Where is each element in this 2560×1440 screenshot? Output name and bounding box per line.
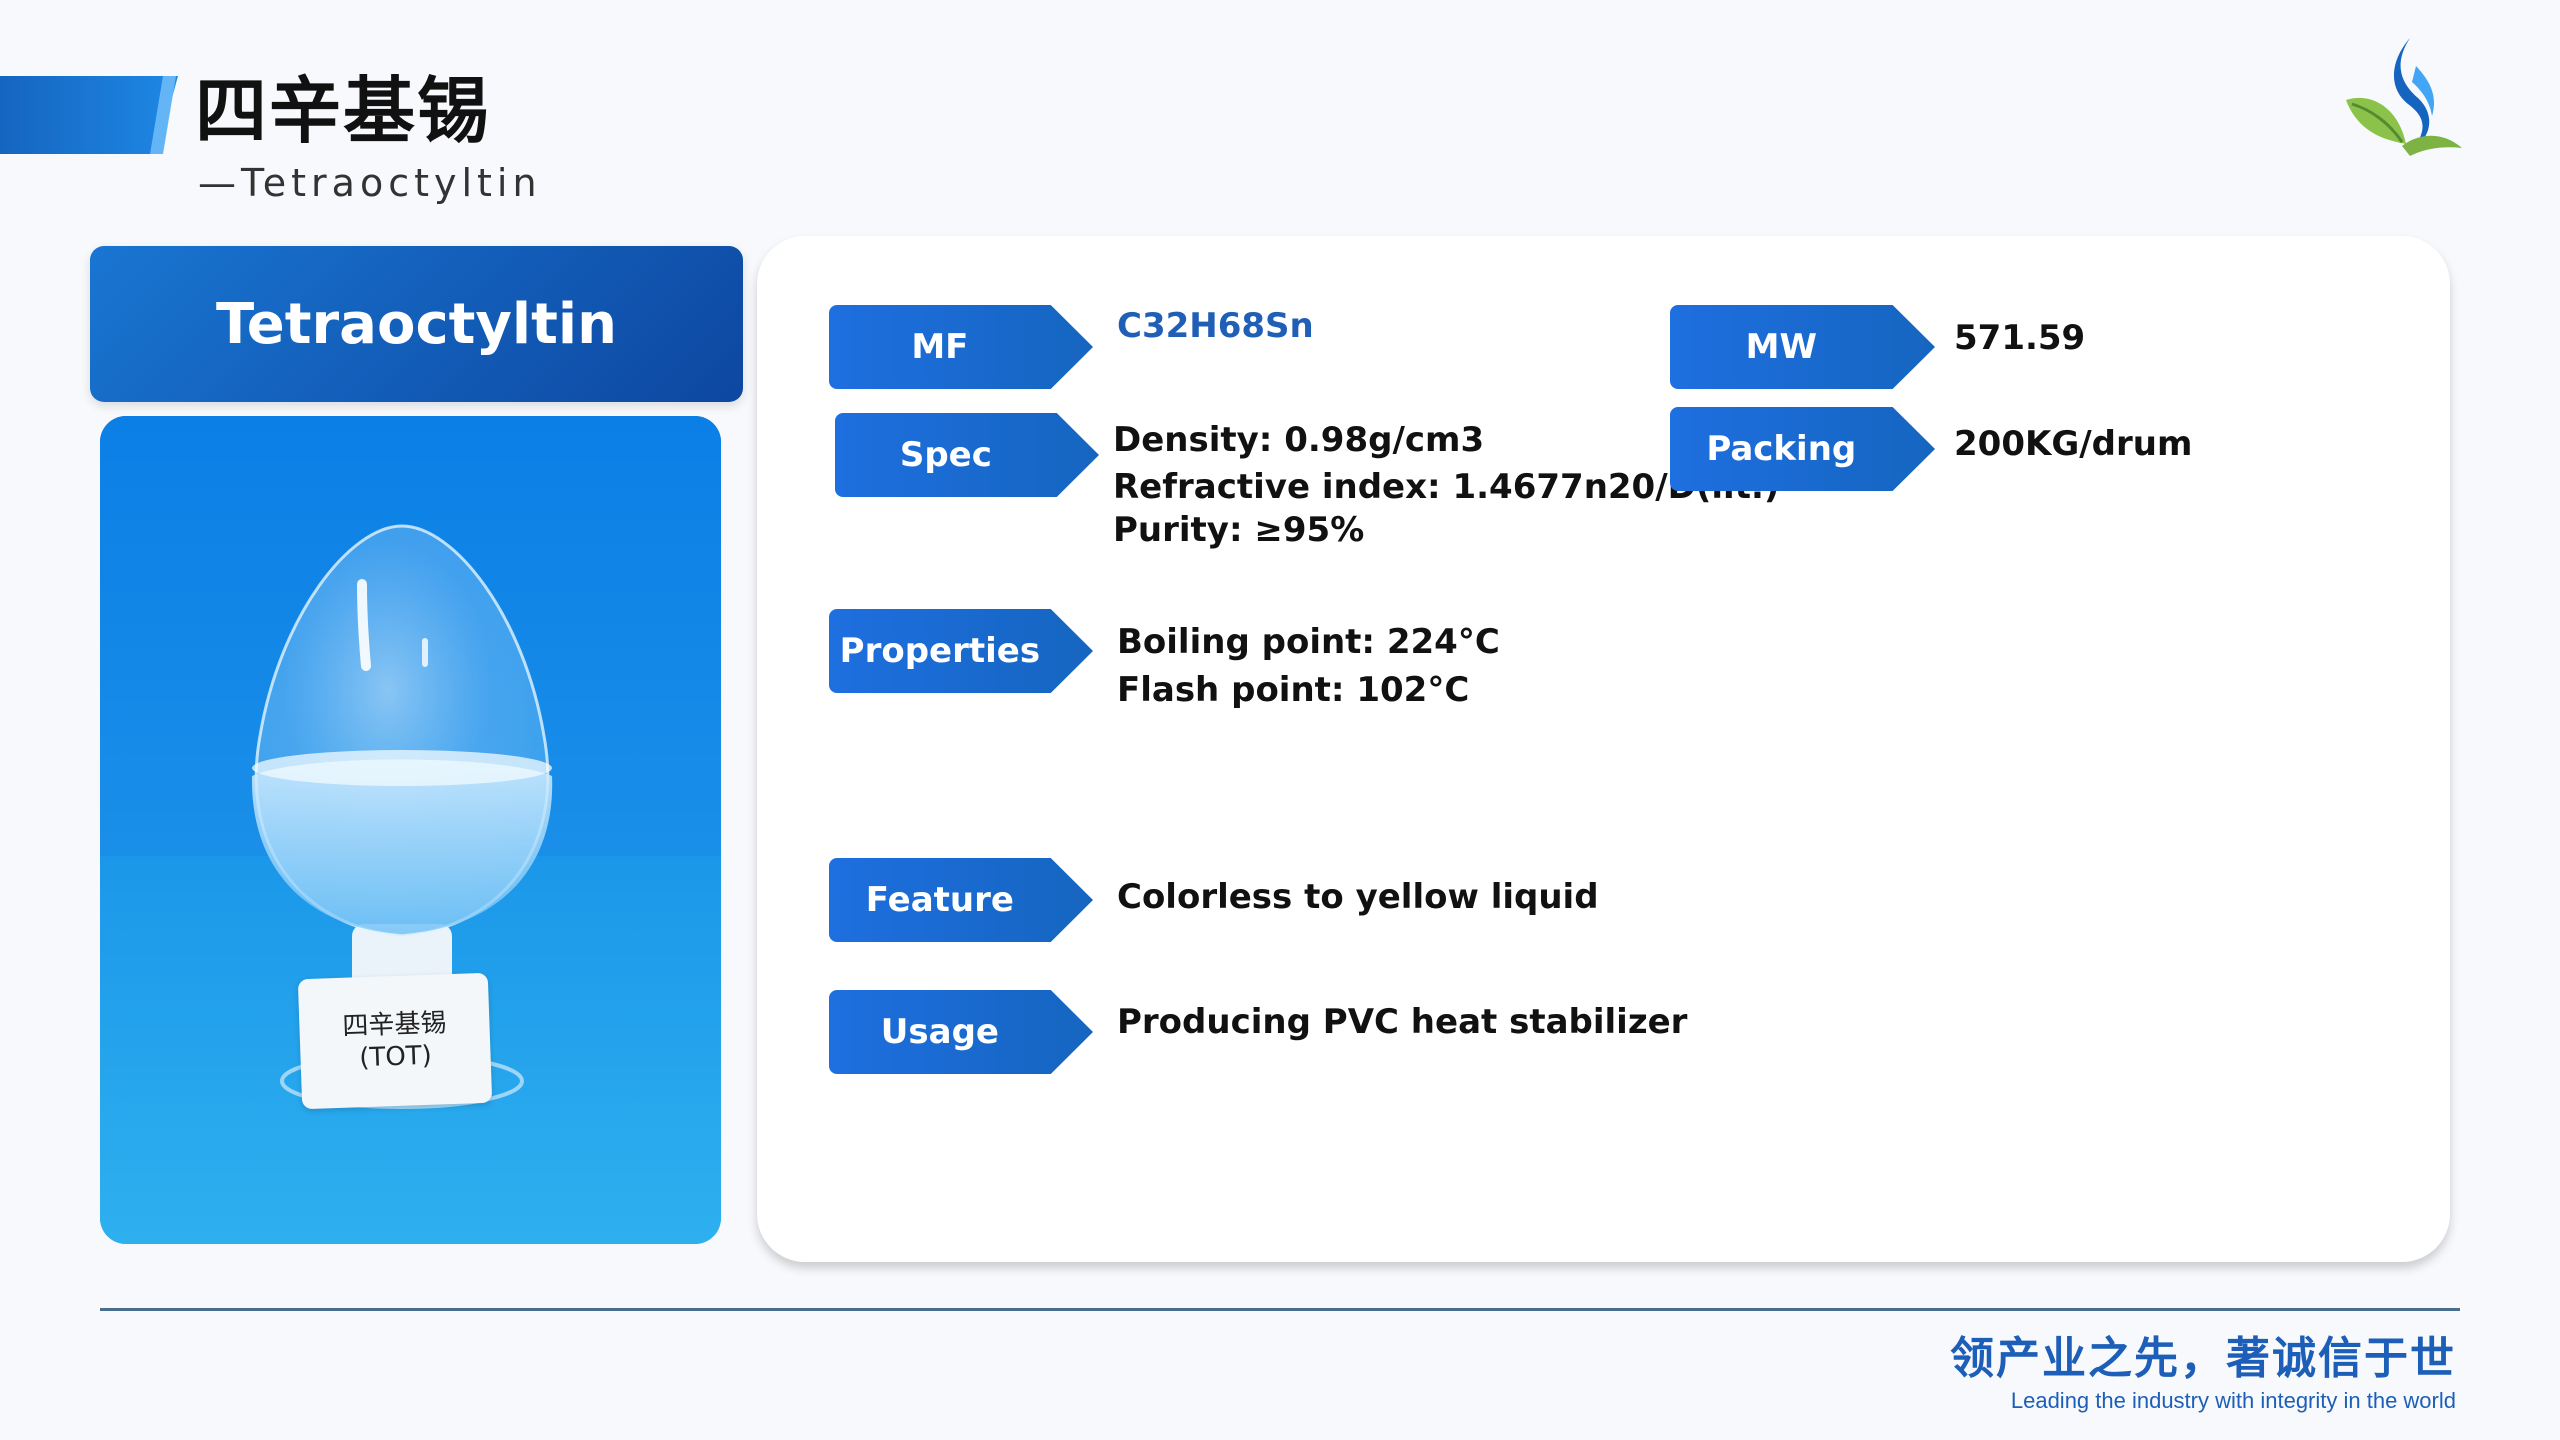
packing-value: 200KG/drum xyxy=(1954,424,2193,464)
tag-mf-label: MF xyxy=(911,327,969,367)
feature-value: Colorless to yellow liquid xyxy=(1117,877,1599,917)
tag-usage-label: Usage xyxy=(880,1012,999,1052)
company-logo-icon xyxy=(2346,38,2462,156)
properties-boiling-point: Boiling point: 224°C xyxy=(1117,622,1500,662)
product-photo: 四辛基锡 (TOT) xyxy=(100,416,721,1244)
footer-divider xyxy=(100,1308,2460,1311)
header-accent-bar xyxy=(0,76,178,154)
spec-refractive-index: Refractive index: 1.4677n20/D(lit.) xyxy=(1113,467,1780,507)
tag-mw-label: MW xyxy=(1745,327,1817,367)
product-name: Tetraoctyltin xyxy=(216,291,617,357)
mf-value: C32H68Sn xyxy=(1117,306,1314,346)
slogan-english: Leading the industry with integrity in t… xyxy=(2010,1388,2456,1413)
tag-spec: Spec xyxy=(835,413,1099,497)
flask-illustration xyxy=(251,524,553,1109)
tag-spec-label: Spec xyxy=(899,435,992,475)
spec-density: Density: 0.98g/cm3 xyxy=(1113,420,1485,460)
tag-properties-label: Properties xyxy=(839,631,1041,671)
tag-mf: MF xyxy=(829,305,1093,389)
flask-label-cn: 四辛基锡 xyxy=(341,1008,447,1042)
flask-label-code: (TOT) xyxy=(358,1040,433,1074)
spec-panel xyxy=(757,236,2450,1262)
tag-mw: MW xyxy=(1670,305,1935,389)
tag-packing-label: Packing xyxy=(1706,429,1857,469)
tag-feature: Feature xyxy=(829,858,1093,942)
tag-feature-label: Feature xyxy=(865,880,1014,920)
tag-packing: Packing xyxy=(1670,407,1935,491)
page-subtitle: —Tetraoctyltin xyxy=(198,161,542,205)
product-name-card: Tetraoctyltin xyxy=(90,246,743,402)
page-title: 四辛基锡 xyxy=(195,69,492,153)
properties-flash-point: Flash point: 102°C xyxy=(1117,670,1470,710)
flask-label: 四辛基锡 (TOT) xyxy=(297,972,493,1110)
tag-properties: Properties xyxy=(829,609,1093,693)
slogan-chinese: 领产业之先，著诚信于世 xyxy=(1950,1333,2456,1384)
tag-usage: Usage xyxy=(829,990,1093,1074)
usage-value: Producing PVC heat stabilizer xyxy=(1117,1002,1688,1042)
mw-value: 571.59 xyxy=(1954,318,2086,358)
spec-purity: Purity: ≥95% xyxy=(1113,510,1365,550)
